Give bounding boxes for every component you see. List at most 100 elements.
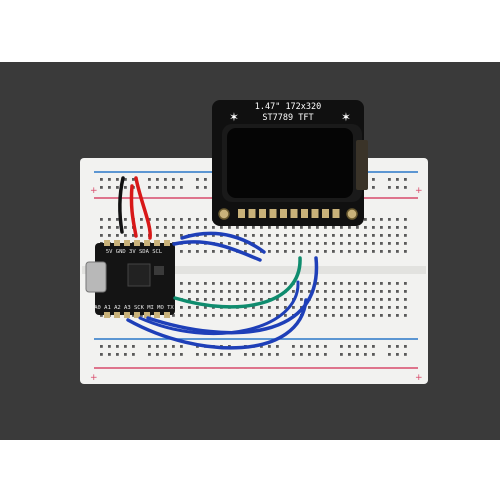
breadboard-hole [116,218,119,221]
breadboard-hole [108,234,111,237]
breadboard-hole [388,282,391,285]
center-channel [82,266,426,274]
breadboard-hole [372,218,375,221]
usb-c-connector [85,261,107,293]
breadboard-hole [252,226,255,229]
breadboard-hole [252,353,255,356]
breadboard-hole [284,298,287,301]
breadboard-hole [124,345,127,348]
mcu-pin [144,312,150,318]
breadboard-hole [268,345,271,348]
breadboard-hole [148,218,151,221]
red-wire-2 [129,184,138,238]
mcu-pin [144,240,150,246]
breadboard-hole [348,226,351,229]
breadboard-hole [172,186,175,189]
mount-hole-right [346,208,358,220]
breadboard-hole [316,250,319,253]
breadboard-hole [308,242,311,245]
breadboard-hole [348,298,351,301]
breadboard-hole [380,234,383,237]
breadboard-hole [340,290,343,293]
breadboard-hole [404,314,407,317]
breadboard-hole [340,314,343,317]
breadboard-hole [140,218,143,221]
mcu-pin [154,240,160,246]
breadboard-hole [380,306,383,309]
breadboard-hole [340,306,343,309]
breadboard-hole [380,314,383,317]
breadboard-hole [372,290,375,293]
breadboard-hole [244,234,247,237]
breadboard-hole [188,314,191,317]
breadboard-hole [404,282,407,285]
breadboard-hole [132,345,135,348]
display-silkscreen-line1: 1.47" 172x320 [255,102,322,112]
breadboard-hole [196,178,199,181]
breadboard-hole [100,314,103,317]
breadboard-hole [348,282,351,285]
mcu-castellated-pins [104,240,170,318]
breadboard-hole [372,226,375,229]
breadboard-hole [372,250,375,253]
breadboard-hole [388,242,391,245]
breadboard-hole [332,282,335,285]
mcu-pin [124,312,130,318]
jumper-wires [118,176,319,350]
breadboard-hole [348,353,351,356]
display-pin [332,209,340,218]
breadboard-hole [268,250,271,253]
breadboard-hole [404,186,407,189]
breadboard-hole [308,306,311,309]
breadboard-hole [196,250,199,253]
breadboard-hole [228,353,231,356]
breadboard-hole [212,298,215,301]
breadboard-hole [388,353,391,356]
breadboard-hole [172,226,175,229]
mcu-pin [104,312,110,318]
breadboard-hole [228,314,231,317]
breadboard-hole [364,298,367,301]
breadboard-hole [364,226,367,229]
breadboard-hole [180,345,183,348]
mcu-pin [124,240,130,246]
breadboard-hole [364,234,367,237]
breadboard-hole [404,345,407,348]
breadboard-hole [220,250,223,253]
breadboard-hole [388,234,391,237]
breadboard-hole [180,178,183,181]
breadboard-hole [244,242,247,245]
mcu-pin [164,312,170,318]
breadboard-hole [316,345,319,348]
display-pin [290,209,298,218]
blue-wire-4 [126,298,308,350]
breadboard-hole [124,226,127,229]
breadboard-hole [292,242,295,245]
breadboard-hole [220,226,223,229]
breadboard-hole [364,242,367,245]
breadboard-hole [188,298,191,301]
breadboard-hole [340,242,343,245]
breadboard-hole [388,178,391,181]
breadboard-hole [124,178,127,181]
breadboard-hole [356,226,359,229]
breadboard-hole [236,242,239,245]
breadboard-hole [404,226,407,229]
reset-button [154,266,164,275]
breadboard-hole [404,242,407,245]
breadboard-hole [228,282,231,285]
breadboard-hole [204,306,207,309]
breadboard-hole [380,226,383,229]
breadboard-hole [396,178,399,181]
breadboard-hole [164,226,167,229]
breadboard-hole [372,298,375,301]
breadboard-hole [396,306,399,309]
breadboard-hole [380,242,383,245]
breadboard-hole [300,298,303,301]
breadboard-hole [220,314,223,317]
breadboard-hole [228,250,231,253]
breadboard-hole [340,298,343,301]
breadboard-hole [316,306,319,309]
breadboard-hole [212,282,215,285]
